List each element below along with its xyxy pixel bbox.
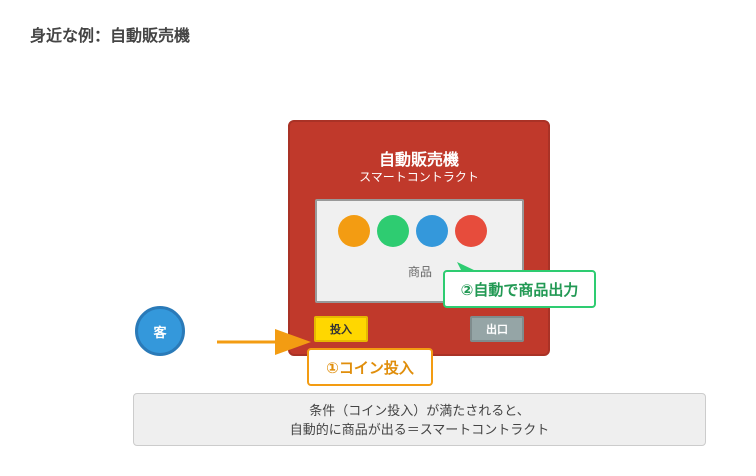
explanation-line2: 自動的に商品が出る＝スマートコントラクト [289, 423, 550, 438]
machine-title: 自動販売機 [378, 150, 459, 169]
product-blue [416, 215, 448, 247]
explanation-box: 条件（コイン投入）が満たされると、 自動的に商品が出る＝スマートコントラクト [133, 393, 706, 446]
coin-insert-button[interactable]: 投入 [314, 316, 368, 342]
product-orange [338, 215, 370, 247]
coin-arrow-head-icon [275, 329, 311, 355]
step1-callout: ①コイン投入 [307, 348, 433, 386]
page-title: 身近な例：自動販売機 [30, 26, 191, 45]
step2-callout: ②自動で商品出力 [443, 270, 596, 308]
goods-label: 商品 [407, 265, 432, 279]
product-green [377, 215, 409, 247]
callout-pointer-icon [457, 262, 476, 272]
customer-avatar: 客 [135, 306, 185, 356]
product-red [455, 215, 487, 247]
machine-subtitle: スマートコントラクト [359, 170, 479, 184]
explanation-line1: 条件（コイン投入）が満たされると、 [309, 404, 530, 419]
exit-slot-button[interactable]: 出口 [470, 316, 524, 342]
